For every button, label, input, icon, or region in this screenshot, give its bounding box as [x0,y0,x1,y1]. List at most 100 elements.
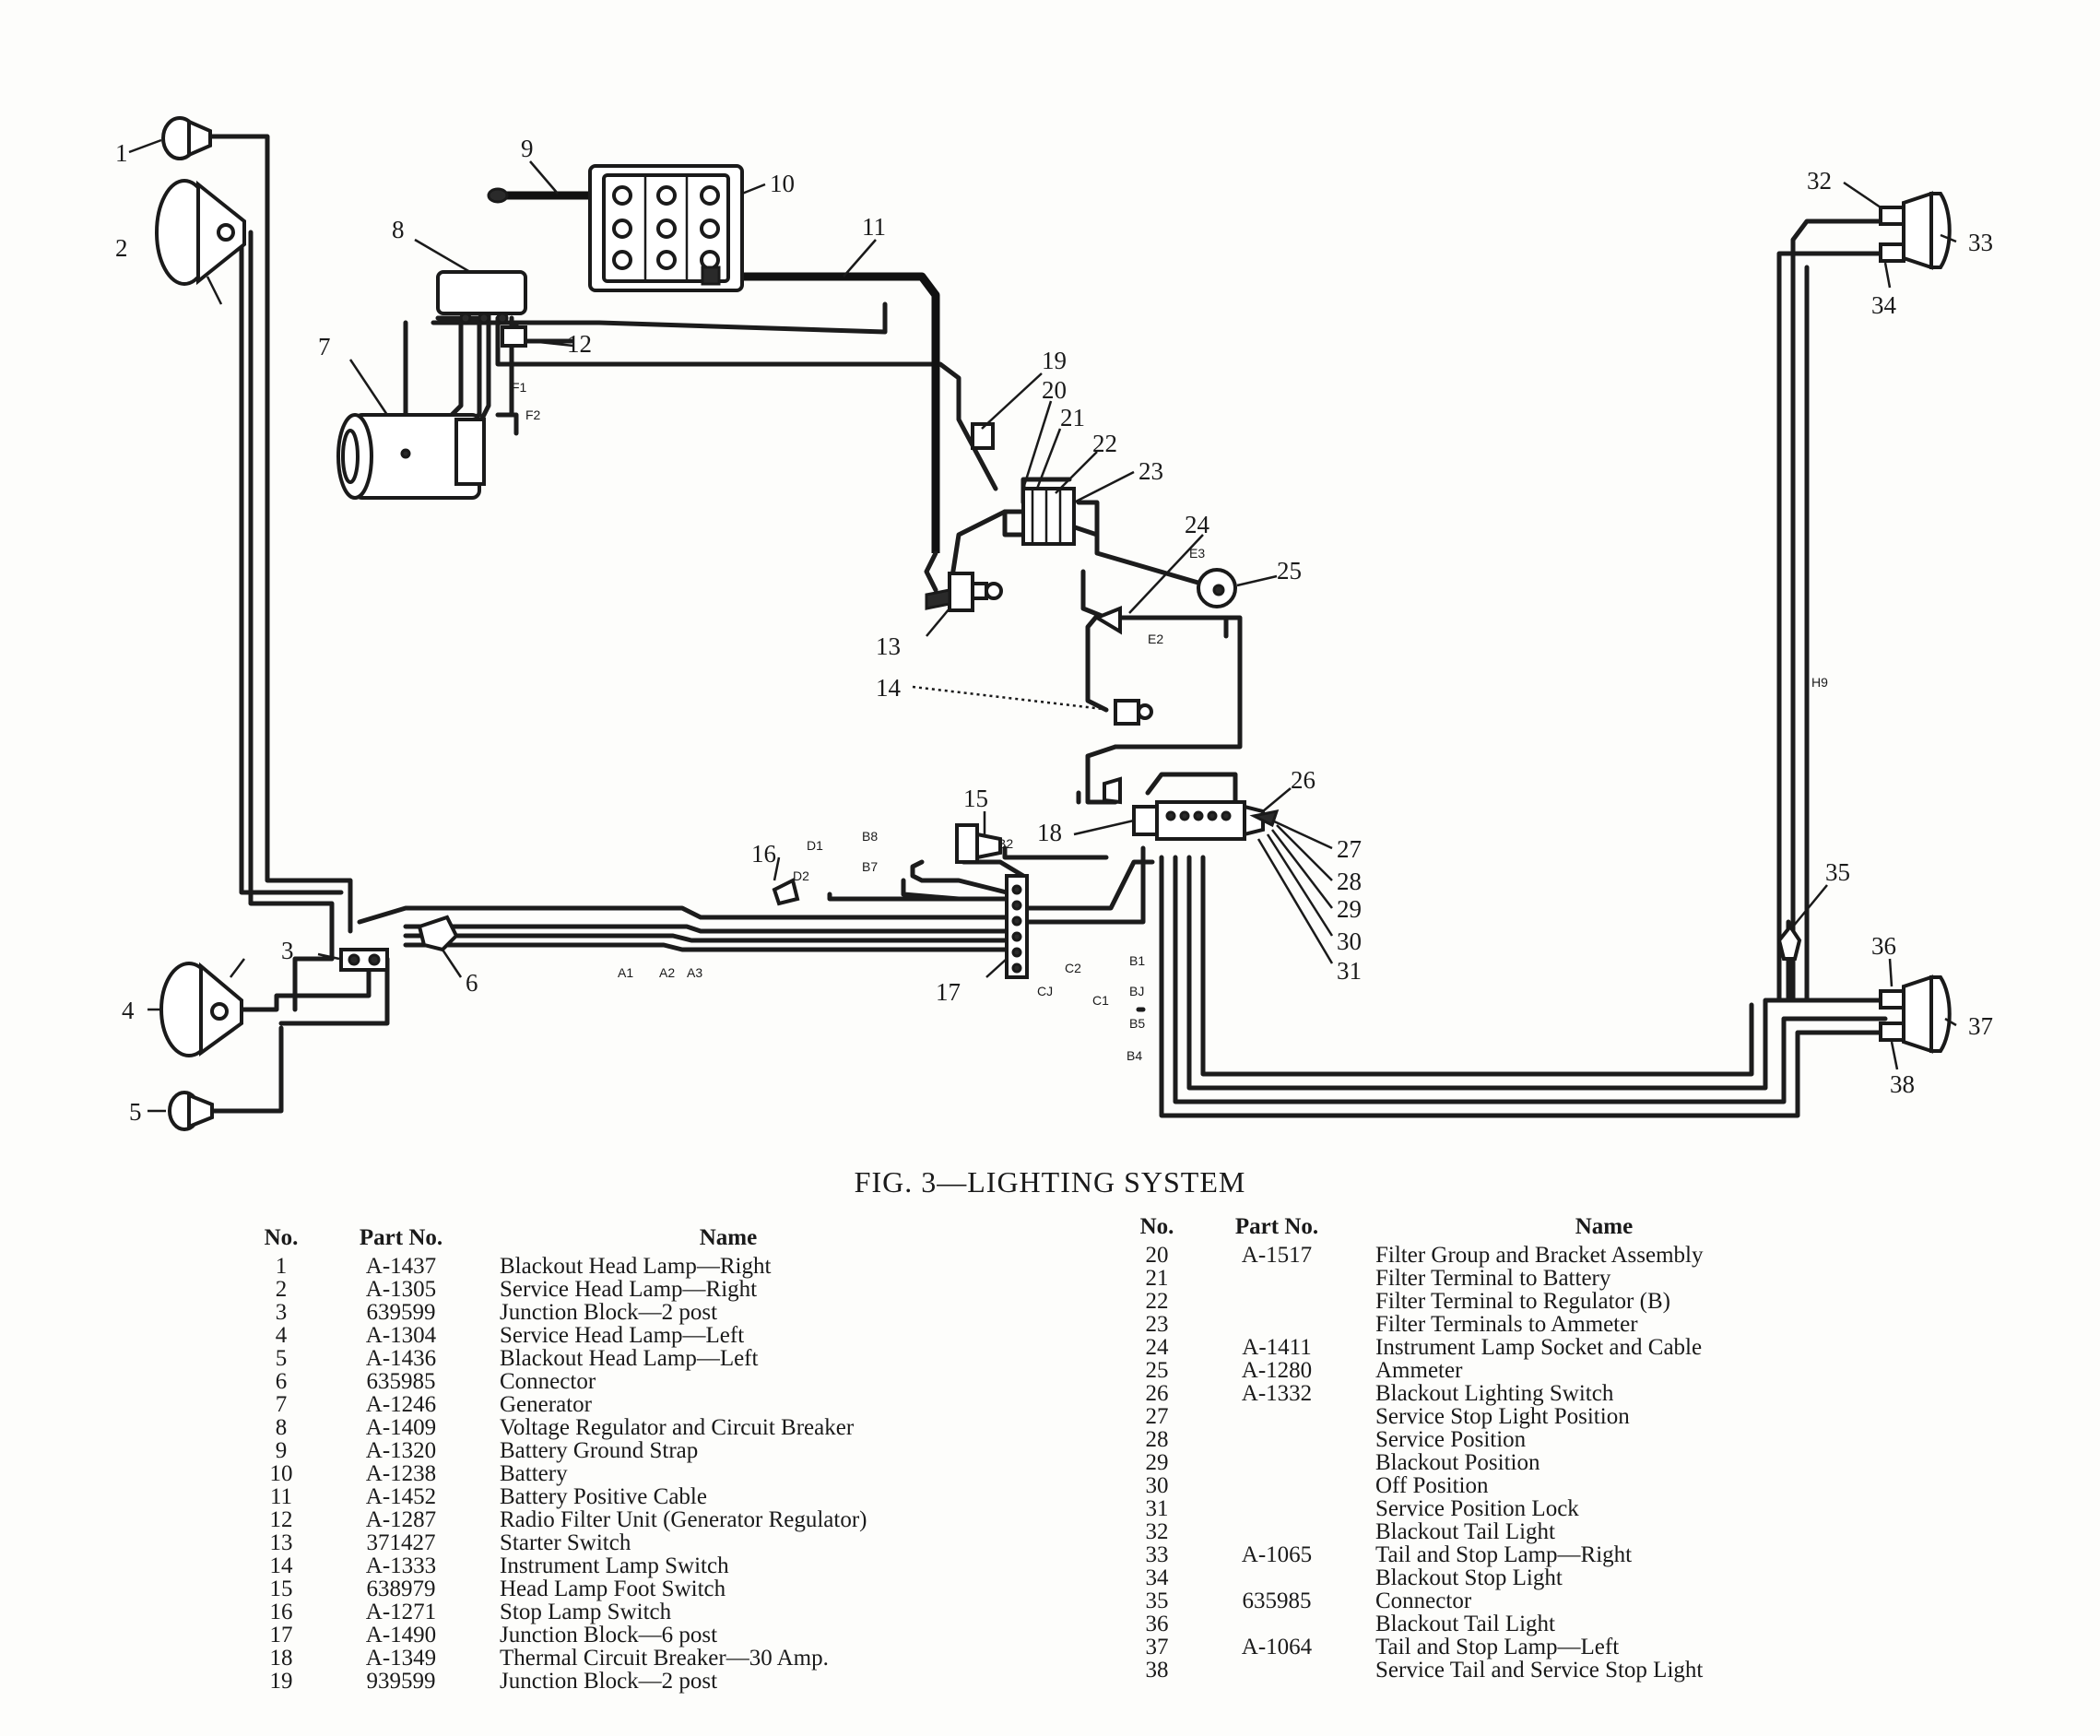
part-number [1189,1520,1364,1543]
callout-21: 21 [1060,404,1085,431]
filter-group-bracket [1021,487,1076,546]
callout-12: 12 [567,330,592,358]
table-row: 29 Blackout Position [1125,1451,1844,1474]
part-number-index: 16 [269,1600,293,1624]
parts-table-header: No. Part No. Name [249,1226,968,1255]
part-number [1189,1659,1364,1682]
part-name: Blackout Head Lamp—Right [500,1254,772,1279]
part-number: A-1332 [1241,1381,1313,1406]
part-number-index: 35 [1145,1588,1169,1613]
wire-label-e3: E3 [1189,546,1205,561]
part-number: A-1238 [365,1461,437,1486]
part-number-index: 4 [275,1323,288,1348]
wire-label-f1: F1 [512,380,527,395]
part-number-index: 29 [1145,1450,1169,1475]
part-name: Battery [500,1461,568,1486]
part-number-index: 15 [269,1577,293,1601]
part-name: Service Head Lamp—Left [500,1323,745,1348]
wire-label-b2: B2 [997,836,1013,851]
callout-11: 11 [862,213,886,241]
callout-22: 22 [1092,430,1117,457]
part-number-index: 27 [1145,1404,1169,1429]
stop-lamp-switch [772,878,800,906]
callout-28: 28 [1337,868,1362,895]
part-name: Instrument Lamp Socket and Cable [1375,1335,1703,1360]
callout-10: 10 [770,170,795,197]
wire-label-a1: A1 [618,965,633,980]
part-number-index: 11 [269,1484,293,1509]
wire-labels: F1 F2 E3 E2 H9 B8 B7 B2 D1 D2 A1 A2 A3 C… [512,380,1828,1063]
part-number [1189,1267,1364,1290]
callout-1: 1 [115,139,128,167]
part-name: Radio Filter Unit (Generator Regulator) [500,1507,867,1532]
part-name: Instrument Lamp Switch [500,1553,729,1578]
part-number: A-1271 [365,1600,437,1624]
part-name: Junction Block—6 post [500,1623,718,1647]
part-number-index: 3 [275,1300,288,1325]
wire-label-b5: B5 [1129,1016,1145,1031]
wire-label-f2: F2 [525,407,541,422]
part-number: A-1517 [1241,1243,1313,1268]
part-number-index: 20 [1145,1243,1169,1268]
part-name: Connector [500,1369,596,1394]
part-name: Blackout Position [1375,1450,1540,1475]
part-name: Filter Terminal to Regulator (B) [1375,1289,1670,1314]
part-number-index: 24 [1145,1335,1169,1360]
part-number-index: 2 [275,1277,288,1302]
part-number-index: 26 [1145,1381,1169,1406]
part-number-index: 38 [1145,1658,1169,1683]
part-name: Battery Positive Cable [500,1484,707,1509]
part-number-index: 37 [1145,1635,1169,1659]
column-header-name: Name [699,1225,758,1250]
callout-29: 29 [1337,895,1362,923]
part-name: Filter Terminals to Ammeter [1375,1312,1638,1337]
callout-7: 7 [318,333,331,360]
part-name: Junction Block—2 post [500,1669,718,1694]
part-name: Head Lamp Foot Switch [500,1577,726,1601]
part-name: Generator [500,1392,592,1417]
part-number-index: 17 [269,1623,293,1647]
callout-23: 23 [1138,457,1163,485]
junction-block-6-post [1005,874,1029,979]
part-name: Voltage Regulator and Circuit Breaker [500,1415,855,1440]
part-number-index: 36 [1145,1612,1169,1636]
callout-33: 33 [1968,229,1993,256]
connector-35 [1776,923,1802,961]
callout-25: 25 [1277,557,1302,585]
callout-8: 8 [392,216,405,243]
part-number-index: 13 [269,1530,293,1555]
part-number: 638979 [366,1577,436,1601]
callout-31: 31 [1337,957,1362,985]
radio-filter-unit [501,325,527,348]
part-number: A-1436 [365,1346,437,1371]
part-number-index: 7 [275,1392,288,1417]
wire-label-bj: BJ [1129,984,1144,998]
battery [588,164,744,292]
part-number [1189,1612,1364,1636]
part-number: A-1064 [1241,1635,1313,1659]
part-number-index: 33 [1145,1542,1169,1567]
instrument-lamp-socket [1092,606,1122,635]
part-number: A-1411 [1242,1335,1312,1360]
part-name: Service Position Lock [1375,1496,1579,1521]
part-number: A-1280 [1241,1358,1313,1383]
starter-switch [925,572,1003,612]
part-number [1189,1290,1364,1313]
